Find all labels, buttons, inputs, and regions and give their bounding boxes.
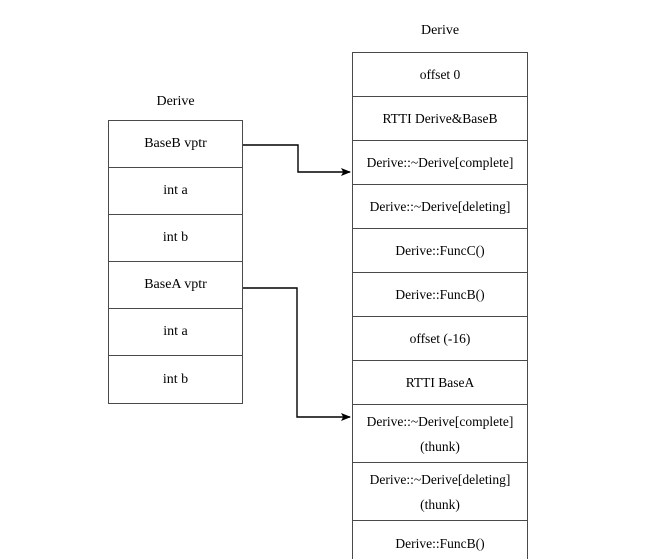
vtable: offset 0 RTTI Derive&BaseB Derive::~Deri… [352, 52, 528, 559]
vtable-cell-label: Derive::FuncB() [395, 287, 485, 302]
vtable-row-funcc: Derive::FuncC() [353, 229, 527, 273]
object-layout-row-basea-vptr: BaseA vptr [109, 262, 242, 309]
vtable-row-dtor-complete-thunk: Derive::~Derive[complete] (thunk) [353, 405, 527, 463]
vtable-row-offset-0: offset 0 [353, 53, 527, 97]
connector-baseb-vptr-arrow [243, 144, 351, 176]
vtable-cell-label: offset (-16) [409, 331, 471, 346]
object-layout-cell-label: BaseB vptr [144, 136, 207, 151]
object-layout-row-int-a-1: int a [109, 168, 242, 215]
object-layout-cell-label: int a [163, 183, 188, 198]
object-layout-row-int-b-1: int b [109, 215, 242, 262]
vtable-cell-sublabel: (thunk) [420, 496, 460, 512]
vtable-row-rtti-derive-baseb: RTTI Derive&BaseB [353, 97, 527, 141]
object-layout-row-int-a-2: int a [109, 309, 242, 356]
object-layout-row-int-b-2: int b [109, 356, 242, 403]
object-layout-title: Derive [156, 94, 195, 109]
vtable-row-funcb-secondary: Derive::FuncB() [353, 521, 527, 559]
vtable-cell-sublabel: (thunk) [420, 438, 460, 454]
vtable-cell-label: Derive::~Derive[complete] [366, 155, 514, 170]
vtable-row-dtor-deleting-thunk: Derive::~Derive[deleting] (thunk) [353, 463, 527, 521]
vtable-cell-label: Derive::FuncC() [395, 243, 485, 258]
vtable-row-dtor-deleting: Derive::~Derive[deleting] [353, 185, 527, 229]
vtable-cell-label: Derive::~Derive[complete] [366, 413, 514, 429]
vtable-cell-label: Derive::~Derive[deleting] [369, 199, 511, 214]
vtable-row-rtti-basea: RTTI BaseA [353, 361, 527, 405]
vtable-row-dtor-complete: Derive::~Derive[complete] [353, 141, 527, 185]
object-layout-cell-label: int b [162, 230, 189, 245]
vtable-cell-label: Derive::~Derive[deleting] [369, 471, 511, 487]
vtable-row-offset-minus-16: offset (-16) [353, 317, 527, 361]
vtable-title: Derive [420, 23, 460, 38]
vtable-cell-label: RTTI BaseA [405, 375, 475, 390]
vtable-row-funcb-primary: Derive::FuncB() [353, 273, 527, 317]
object-layout-cell-label: int a [163, 324, 188, 339]
vtable-cell-label: Derive::FuncB() [395, 535, 485, 551]
object-layout-table: BaseB vptr int a int b BaseA vptr int a … [108, 120, 243, 404]
vtable-cell-label: RTTI Derive&BaseB [382, 111, 498, 126]
object-layout-cell-label: int b [162, 371, 189, 387]
vtable-cell-label: offset 0 [419, 67, 461, 82]
object-layout-cell-label: BaseA vptr [144, 277, 207, 292]
object-layout-row-baseb-vptr: BaseB vptr [109, 121, 242, 168]
connector-basea-vptr-arrow [243, 287, 351, 421]
